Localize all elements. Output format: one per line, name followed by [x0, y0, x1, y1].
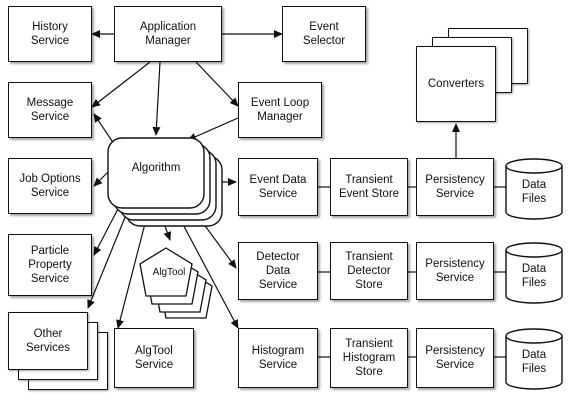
- transient-event-store-box: Transient Event Store: [330, 158, 408, 216]
- arrow-eventloop-algorithm: [187, 117, 239, 141]
- converters-box: Converters: [416, 46, 496, 122]
- persistency-service-label-3: Persistency Service: [425, 345, 485, 371]
- other-services-label: Other Services: [25, 328, 71, 354]
- transient-histogram-store-box: Transient Histogram Store: [330, 328, 408, 388]
- detector-data-service-label: Detector Data Service: [256, 251, 300, 291]
- algtool-service-box: AlgTool Service: [114, 328, 194, 388]
- data-files-cylinder-1: [505, 158, 563, 220]
- application-manager-label: Application Manager: [139, 21, 197, 47]
- particle-property-service-label: Particle Property Service: [28, 245, 72, 285]
- data-files-label-1: Data Files: [521, 179, 547, 205]
- transient-event-store-label: Transient Event Store: [338, 174, 400, 200]
- detector-data-service-box: Detector Data Service: [238, 242, 318, 300]
- event-data-service-box: Event Data Service: [238, 158, 318, 216]
- algorithm-label: Algorithm: [131, 162, 181, 174]
- histogram-service-label: Histogram Service: [251, 345, 305, 371]
- transient-histogram-store-label: Transient Histogram Store: [342, 338, 396, 378]
- converters-label: Converters: [427, 78, 485, 90]
- transient-detector-store-label: Transient Detector Store: [345, 251, 393, 291]
- other-services-box: Other Services: [8, 312, 88, 370]
- algtool-stack: [139, 247, 213, 319]
- history-service-box: History Service: [8, 6, 92, 62]
- persistency-service-box-2: Persistency Service: [416, 242, 494, 300]
- event-data-service-label: Event Data Service: [249, 174, 307, 200]
- arrow-appmgr-eventloop: [195, 61, 239, 107]
- persistency-service-box-1: Persistency Service: [416, 158, 494, 216]
- persistency-service-label-1: Persistency Service: [425, 174, 485, 200]
- data-files-cylinder-2: [505, 242, 563, 304]
- particle-property-service-box: Particle Property Service: [8, 234, 92, 296]
- application-manager-box: Application Manager: [114, 6, 222, 62]
- job-options-service-label: Job Options Service: [19, 173, 81, 199]
- arrow-algorithm-particle: [93, 204, 121, 256]
- message-service-label: Message Service: [26, 97, 74, 123]
- job-options-service-box: Job Options Service: [8, 158, 92, 214]
- data-files-label-3: Data Files: [521, 349, 547, 375]
- persistency-service-label-2: Persistency Service: [425, 258, 485, 284]
- algorithm-stack: [107, 137, 223, 227]
- event-loop-manager-box: Event Loop Manager: [238, 82, 322, 138]
- algtool-service-label: AlgTool Service: [134, 345, 174, 371]
- arrow-appmgr-message: [91, 61, 151, 108]
- transient-detector-store-box: Transient Detector Store: [330, 242, 408, 300]
- history-service-label: History Service: [30, 21, 70, 47]
- data-files-label-2: Data Files: [521, 263, 547, 289]
- message-service-box: Message Service: [8, 82, 92, 138]
- arrow-algorithm-algtoolservice: [116, 211, 149, 329]
- arrow-appmgr-algorithm: [152, 61, 161, 136]
- event-selector-box: Event Selector: [282, 6, 366, 62]
- algtool-label: AlgTool: [152, 267, 186, 278]
- event-selector-label: Event Selector: [302, 21, 346, 47]
- arrow-algorithm-other: [87, 209, 129, 309]
- arrow-algorithm-histogram: [177, 214, 239, 329]
- persistency-service-box-3: Persistency Service: [416, 328, 494, 388]
- event-loop-manager-label: Event Loop Manager: [250, 97, 310, 123]
- histogram-service-box: Histogram Service: [238, 328, 318, 388]
- data-files-cylinder-3: [505, 328, 563, 390]
